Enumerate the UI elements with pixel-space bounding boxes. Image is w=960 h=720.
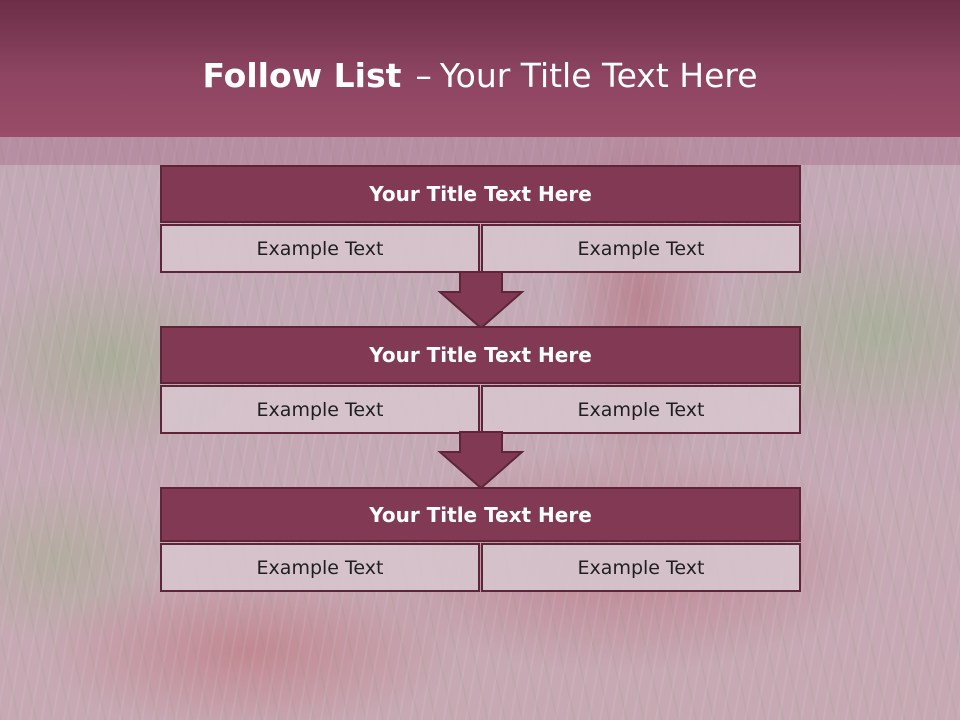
down-arrow-icon bbox=[437, 271, 525, 330]
block-cell-right[interactable]: Example Text bbox=[481, 385, 801, 434]
block-title[interactable]: Your Title Text Here bbox=[160, 326, 801, 384]
block-row: Example Text Example Text bbox=[160, 543, 801, 592]
page-title-separator: – bbox=[415, 56, 432, 95]
block-cell-left[interactable]: Example Text bbox=[160, 224, 480, 273]
page-title: Follow List–Your Title Text Here bbox=[0, 52, 960, 100]
header-band bbox=[0, 137, 960, 165]
block-cell-left[interactable]: Example Text bbox=[160, 385, 480, 434]
header-bar: Follow List–Your Title Text Here bbox=[0, 0, 960, 137]
block-row: Example Text Example Text bbox=[160, 385, 801, 434]
page-title-rest: Your Title Text Here bbox=[439, 56, 758, 95]
page-title-bold: Follow List bbox=[202, 56, 402, 95]
list-block-3: Your Title Text Here Example Text Exampl… bbox=[160, 487, 801, 592]
block-title[interactable]: Your Title Text Here bbox=[160, 487, 801, 542]
block-cell-left[interactable]: Example Text bbox=[160, 543, 480, 592]
block-title[interactable]: Your Title Text Here bbox=[160, 165, 801, 223]
down-arrow-icon bbox=[437, 431, 525, 490]
block-cell-right[interactable]: Example Text bbox=[481, 224, 801, 273]
list-block-2: Your Title Text Here Example Text Exampl… bbox=[160, 326, 801, 434]
block-cell-right[interactable]: Example Text bbox=[481, 543, 801, 592]
list-block-1: Your Title Text Here Example Text Exampl… bbox=[160, 165, 801, 273]
block-row: Example Text Example Text bbox=[160, 224, 801, 273]
